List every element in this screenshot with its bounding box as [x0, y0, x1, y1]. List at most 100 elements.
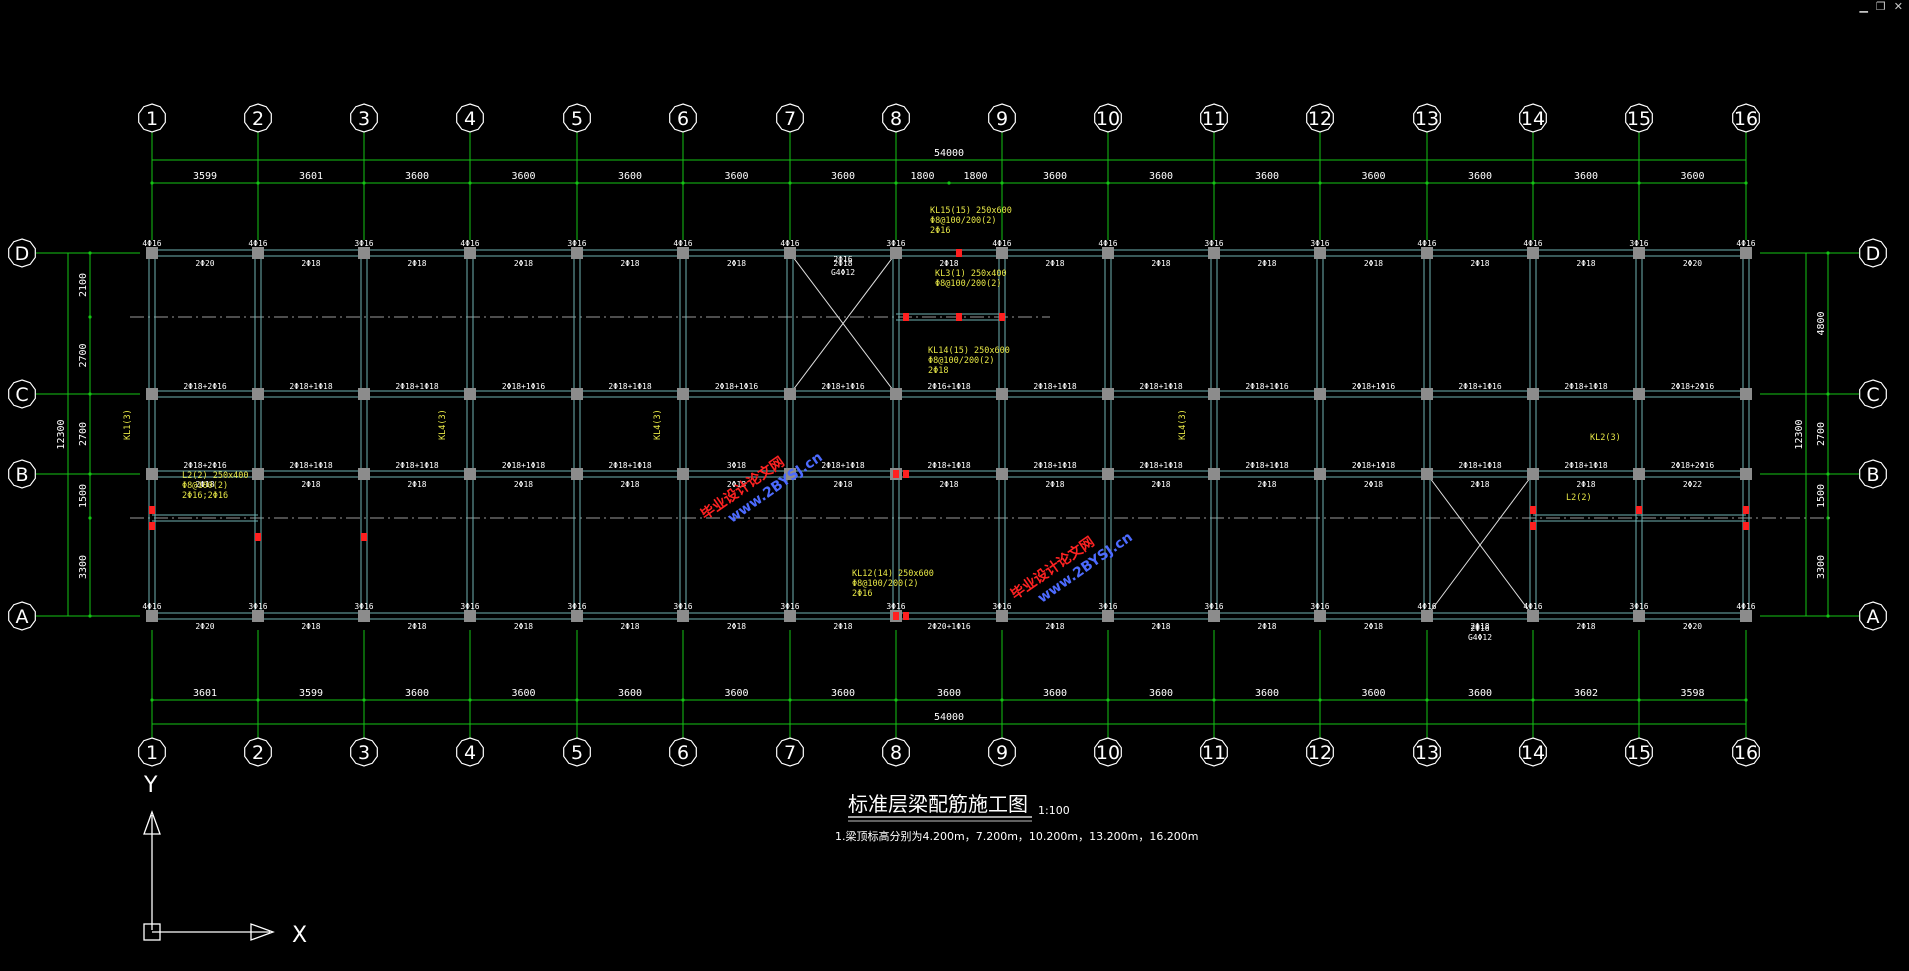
left-dim-label-0: 2100 [78, 273, 89, 297]
column-A13 [1421, 610, 1433, 622]
grid-bubble-bottom-16-ring [1732, 737, 1760, 767]
column-C12 [1314, 388, 1326, 400]
column-D8 [890, 247, 902, 259]
grid-bubble-bottom-10-label: 10 [1096, 742, 1120, 764]
grid-bubble-top-3: 3 [350, 103, 378, 133]
column-A11 [1208, 610, 1220, 622]
grid-bubble-bottom-11-ring [1200, 737, 1228, 767]
row-d-support-0: 4Φ16 [142, 239, 161, 248]
column-A12 [1314, 610, 1326, 622]
grid-bubble-right-B: B [1859, 459, 1887, 489]
grid-bubble-left-A-label: A [16, 606, 29, 628]
bottom-dim-label-14: 3598 [1680, 688, 1704, 699]
restore-button[interactable]: ❐ [1875, 0, 1886, 13]
top-dim-label-6: 3600 [831, 171, 855, 182]
grid-bubble-bottom-5-ring [563, 737, 591, 767]
row-b-bottom-2: 2Φ18 [407, 480, 426, 489]
row-a-bottom-14: 2Φ20 [1683, 622, 1702, 631]
yellow-label-1: Φ8@100/200(2) [930, 216, 997, 226]
column-C16 [1740, 388, 1752, 400]
minimize-button[interactable]: ▁ [1859, 0, 1868, 13]
row-a-support-12: 4Φ16 [1417, 602, 1436, 611]
grid-bubble-top-11-ring [1200, 103, 1228, 133]
grid-bubble-top-16: 16 [1732, 103, 1760, 133]
row-a-support-8: 3Φ16 [992, 602, 1011, 611]
row-d-support-6: 4Φ16 [780, 239, 799, 248]
grid-bubble-left-A: A [8, 601, 36, 631]
grid-bubble-bottom-8: 8 [882, 737, 910, 767]
red-marker-13 [956, 249, 962, 257]
grid-bubble-bottom-5: 5 [563, 737, 591, 767]
grid-bubble-bottom-14: 14 [1519, 737, 1547, 767]
row-d-span-7: 2Φ18 [939, 259, 958, 268]
grid-bubble-top-14-ring [1519, 103, 1547, 133]
column-D14 [1527, 247, 1539, 259]
opening-label-1: 2Φ16 [1470, 624, 1489, 633]
grid-lines [36, 132, 1859, 738]
grid-bubble-top-16-label: 16 [1734, 108, 1758, 130]
top-dim-label-9: 3600 [1043, 171, 1067, 182]
yellow-label-17: Φ8@100/200(2) [935, 279, 1002, 289]
column-B5 [571, 468, 583, 480]
bottom-dim-label-11: 3600 [1361, 688, 1385, 699]
row-b-top-9: 2Φ18+1Φ18 [1139, 461, 1183, 470]
column-B2 [252, 468, 264, 480]
row-c-span-8: 2Φ18+1Φ18 [1033, 382, 1077, 391]
grid-bubble-top-6-ring [669, 103, 697, 133]
grid-bubble-left-A-ring [8, 601, 36, 631]
row-a-bottom-13: 2Φ18 [1576, 622, 1595, 631]
column-B14 [1527, 468, 1539, 480]
left-dim-label-2: 2700 [78, 422, 89, 446]
column-B9 [996, 468, 1008, 480]
grid-bubble-bottom-2: 2 [244, 737, 272, 767]
grid-bubble-top-10: 10 [1094, 103, 1122, 133]
row-a-support-0: 4Φ16 [142, 602, 161, 611]
yellow-label-19: KL2(3) [1590, 433, 1621, 443]
row-b-top-13: 2Φ18+1Φ18 [1564, 461, 1608, 470]
grid-bubble-bottom-4: 4 [456, 737, 484, 767]
column-C6 [677, 388, 689, 400]
top-dim-label-12: 3600 [1361, 171, 1385, 182]
grid-bubble-bottom-9-label: 9 [996, 742, 1008, 764]
grid-bubble-bottom-14-ring [1519, 737, 1547, 767]
row-c-span-14: 2Φ18+2Φ16 [1671, 382, 1715, 391]
grid-bubble-bottom-7-ring [776, 737, 804, 767]
row-a-support-15: 4Φ16 [1736, 602, 1755, 611]
row-c-span-13: 2Φ18+1Φ18 [1564, 382, 1608, 391]
row-a-support-11: 3Φ16 [1310, 602, 1329, 611]
close-button[interactable]: ✕ [1893, 0, 1903, 13]
red-marker-6 [893, 612, 899, 620]
row-d-support-7: 3Φ16 [886, 239, 905, 248]
row-b-bottom-12: 2Φ18 [1470, 480, 1489, 489]
row-a-support-13: 4Φ16 [1523, 602, 1542, 611]
grid-bubble-top-15-label: 15 [1627, 108, 1651, 130]
grid-bubble-top-7-label: 7 [784, 108, 796, 130]
row-a-support-5: 3Φ16 [673, 602, 692, 611]
column-A6 [677, 610, 689, 622]
column-A1 [146, 610, 158, 622]
grid-bubble-top-5: 5 [563, 103, 591, 133]
bottom-dim-label-0: 3601 [193, 688, 217, 699]
row-d-span-14: 2Φ20 [1683, 259, 1702, 268]
yellow-label-10: KL4(3) [438, 409, 448, 440]
row-b-top-8: 2Φ18+1Φ18 [1033, 461, 1077, 470]
column-D2 [252, 247, 264, 259]
grid-bubble-top-1-label: 1 [146, 108, 158, 130]
row-c-span-0: 2Φ18+2Φ16 [183, 382, 227, 391]
column-A9 [996, 610, 1008, 622]
yellow-label-4: Φ8@100/200(2) [928, 356, 995, 366]
grid-bubble-bottom-16: 16 [1732, 737, 1760, 767]
row-d-span-4: 2Φ18 [620, 259, 639, 268]
column-C14 [1527, 388, 1539, 400]
grid-bubble-top-12-label: 12 [1308, 108, 1332, 130]
grid-bubble-top-6: 6 [669, 103, 697, 133]
top-dim-label-8: 1800 [963, 171, 987, 182]
grid-bubble-bottom-16-label: 16 [1734, 742, 1758, 764]
left-dim-tick-4 [88, 516, 92, 520]
column-B16 [1740, 468, 1752, 480]
grid-bubble-bottom-1-label: 1 [146, 742, 158, 764]
column-D4 [464, 247, 476, 259]
bottom-dim-label-8: 3600 [1043, 688, 1067, 699]
column-B7 [784, 468, 796, 480]
